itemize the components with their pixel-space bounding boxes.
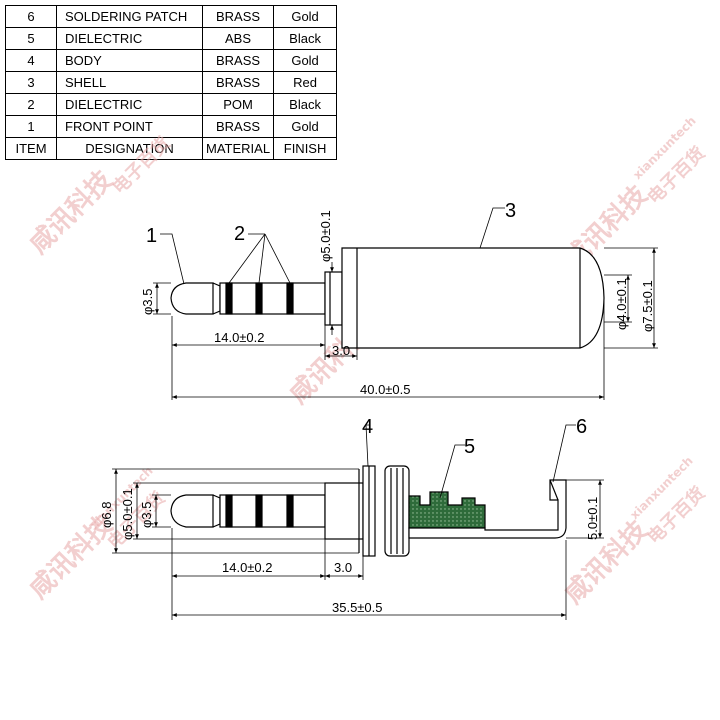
bottom-view-dimensions xyxy=(112,424,604,620)
dim-tip-dia: φ3.5 xyxy=(140,288,155,315)
dim-shell-outer-dia: φ7.5±0.1 xyxy=(640,280,655,332)
finish-cell: Black xyxy=(273,27,338,50)
table-row: 1 FRONT POINT BRASS Gold xyxy=(5,115,338,138)
insulator-ring xyxy=(286,494,294,528)
dim-patch-height: 5.0±0.1 xyxy=(585,497,600,540)
plug-tip xyxy=(170,282,214,315)
callout-5: 5 xyxy=(464,436,475,458)
table-header-row: ITEM DESIGNATION MATERIAL FINISH xyxy=(5,137,338,160)
insulator-ring xyxy=(255,494,263,528)
flange xyxy=(324,271,343,326)
watermark-text: 咸讯科技 xyxy=(24,165,119,260)
rear-stem xyxy=(408,491,486,529)
callout-6: 6 xyxy=(576,416,587,438)
insulator-ring xyxy=(225,494,233,528)
plug-sleeve xyxy=(219,282,326,315)
material-cell: BRASS xyxy=(201,5,275,28)
callout-leader-3 xyxy=(479,207,505,249)
header-finish: FINISH xyxy=(273,137,338,160)
dim-flange-length: 3.0 xyxy=(334,560,352,575)
insulator-ring xyxy=(225,282,233,315)
bottom-view xyxy=(170,465,567,557)
callout-leader-5 xyxy=(439,444,465,499)
dim-flange-length: 3.0 xyxy=(332,343,350,358)
plug-sleeve xyxy=(219,494,326,528)
callout-3: 3 xyxy=(505,200,516,222)
plug-tip xyxy=(170,494,214,528)
insulator-ring xyxy=(286,282,294,315)
shell-body xyxy=(341,247,605,349)
callout-leader-1 xyxy=(160,233,185,285)
callout-1: 1 xyxy=(146,225,157,247)
header-material: MATERIAL xyxy=(201,137,275,160)
callout-leader-4 xyxy=(365,424,370,467)
callout-2: 2 xyxy=(234,223,245,245)
watermark-subtext: 电子百货 xyxy=(108,132,174,198)
top-view xyxy=(170,247,605,349)
designation-cell: DIELECTRIC xyxy=(56,93,203,116)
dim-tip-dia: φ3.5 xyxy=(139,501,154,528)
tip-groove xyxy=(212,494,221,528)
dim-plug-length: 14.0±0.2 xyxy=(222,560,273,575)
insulator-ring xyxy=(255,282,263,315)
dim-overall-length: 35.5±0.5 xyxy=(332,600,383,615)
table-row: 5 DIELECTRIC ABS Black xyxy=(5,27,338,50)
dim-outer-dia: φ6.8 xyxy=(99,501,114,528)
dim-neck-dia: φ5.0±0.1 xyxy=(120,488,135,540)
dim-neck-dia: φ5.0±0.1 xyxy=(318,210,333,262)
soldering-patch xyxy=(408,479,567,539)
material-cell: BRASS xyxy=(201,71,275,94)
watermark-text: 咸讯科技 xyxy=(559,515,654,610)
callout-4: 4 xyxy=(362,416,373,438)
dim-plug-length: 14.0±0.2 xyxy=(214,330,265,345)
dim-overall-length: 40.0±0.5 xyxy=(360,382,411,397)
bom-table: 6 SOLDERING PATCH BRASS Gold 5 DIELECTRI… xyxy=(5,5,338,160)
header-designation: DESIGNATION xyxy=(56,137,203,160)
tip-groove xyxy=(212,282,221,315)
dim-shell-inner-dia: φ4.0±0.1 xyxy=(614,278,629,330)
callout-leader-6 xyxy=(552,424,576,483)
material-cell: BRASS xyxy=(201,49,275,72)
top-view-dimensions xyxy=(153,207,658,400)
body-neck xyxy=(324,482,364,540)
